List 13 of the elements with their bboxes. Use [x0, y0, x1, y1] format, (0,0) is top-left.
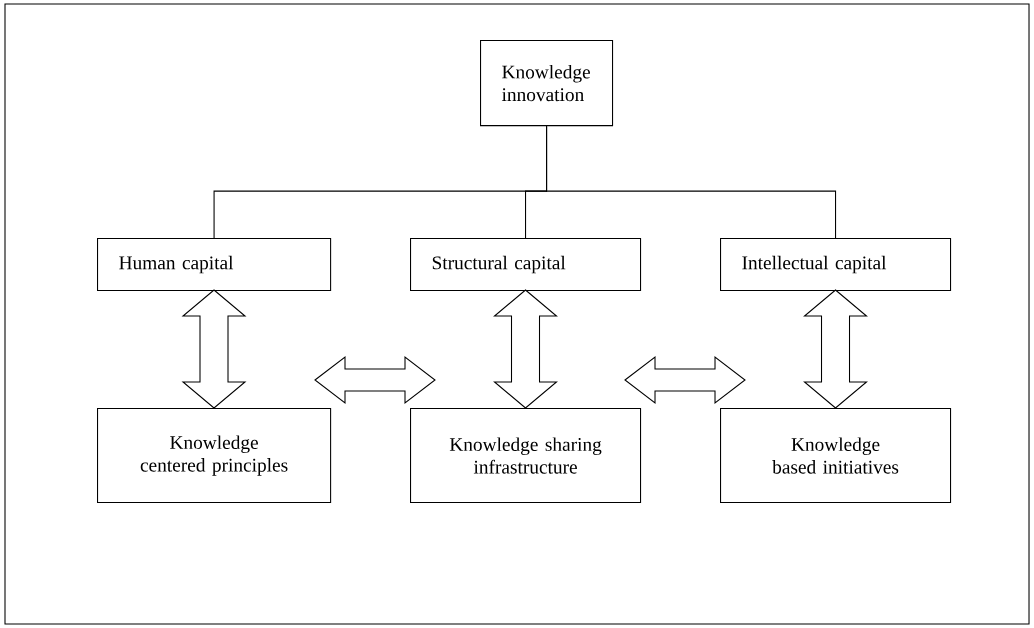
knowledge-box: Knowledge sharing infrastructure	[410, 408, 642, 504]
capital-box: Structural capital	[410, 238, 642, 292]
double-block-arrow	[493, 289, 558, 409]
top-box: Knowledge innovation	[480, 40, 614, 127]
double-block-arrow	[624, 355, 746, 405]
knowledge-box: Knowledge based initiatives	[720, 408, 952, 504]
connector-line	[546, 125, 837, 239]
double-block-arrow	[314, 355, 436, 405]
double-block-arrow	[803, 289, 868, 409]
knowledge-box: Knowledge centered principles	[97, 408, 332, 504]
double-block-arrow	[181, 289, 247, 409]
capital-box: Human capital	[97, 238, 332, 292]
capital-box: Intellectual capital	[720, 238, 952, 292]
